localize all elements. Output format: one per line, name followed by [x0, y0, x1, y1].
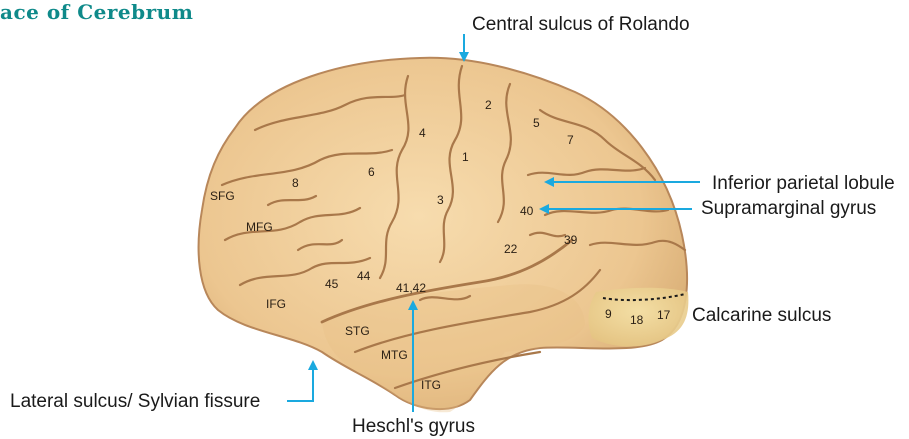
area-4: 4	[419, 126, 426, 140]
area-7: 7	[567, 133, 574, 147]
area-40: 40	[520, 204, 534, 218]
region-mtg: MTG	[381, 348, 408, 362]
area-5: 5	[533, 116, 540, 130]
region-ifg: IFG	[266, 297, 286, 311]
lateral-sulcus-label: Lateral sulcus/ Sylvian fissure	[10, 391, 260, 412]
area-3: 3	[437, 193, 444, 207]
area-45: 45	[325, 277, 339, 291]
area-18: 18	[630, 313, 644, 327]
inferior-parietal-label: Inferior parietal lobule	[712, 173, 895, 194]
region-stg: STG	[345, 324, 370, 338]
region-mfg: MFG	[246, 220, 273, 234]
supramarginal-label: Supramarginal gyrus	[701, 198, 876, 219]
area-17: 17	[657, 308, 671, 322]
heschl-label: Heschl's gyrus	[352, 416, 475, 437]
area-8: 8	[292, 176, 299, 190]
area-6: 6	[368, 165, 375, 179]
area-2: 2	[485, 98, 492, 112]
region-itg: ITG	[421, 378, 441, 392]
area-44: 44	[357, 269, 371, 283]
central-sulcus-label: Central sulcus of Rolando	[472, 14, 690, 35]
lateral-sulcus-arrow	[287, 362, 313, 401]
area-9: 9	[605, 307, 612, 321]
area-41-42: 41,42	[396, 281, 426, 295]
area-39: 39	[564, 233, 578, 247]
region-sfg: SFG	[210, 189, 235, 203]
calcarine-label: Calcarine sulcus	[692, 305, 831, 326]
area-22: 22	[504, 242, 518, 256]
area-1: 1	[462, 150, 469, 164]
